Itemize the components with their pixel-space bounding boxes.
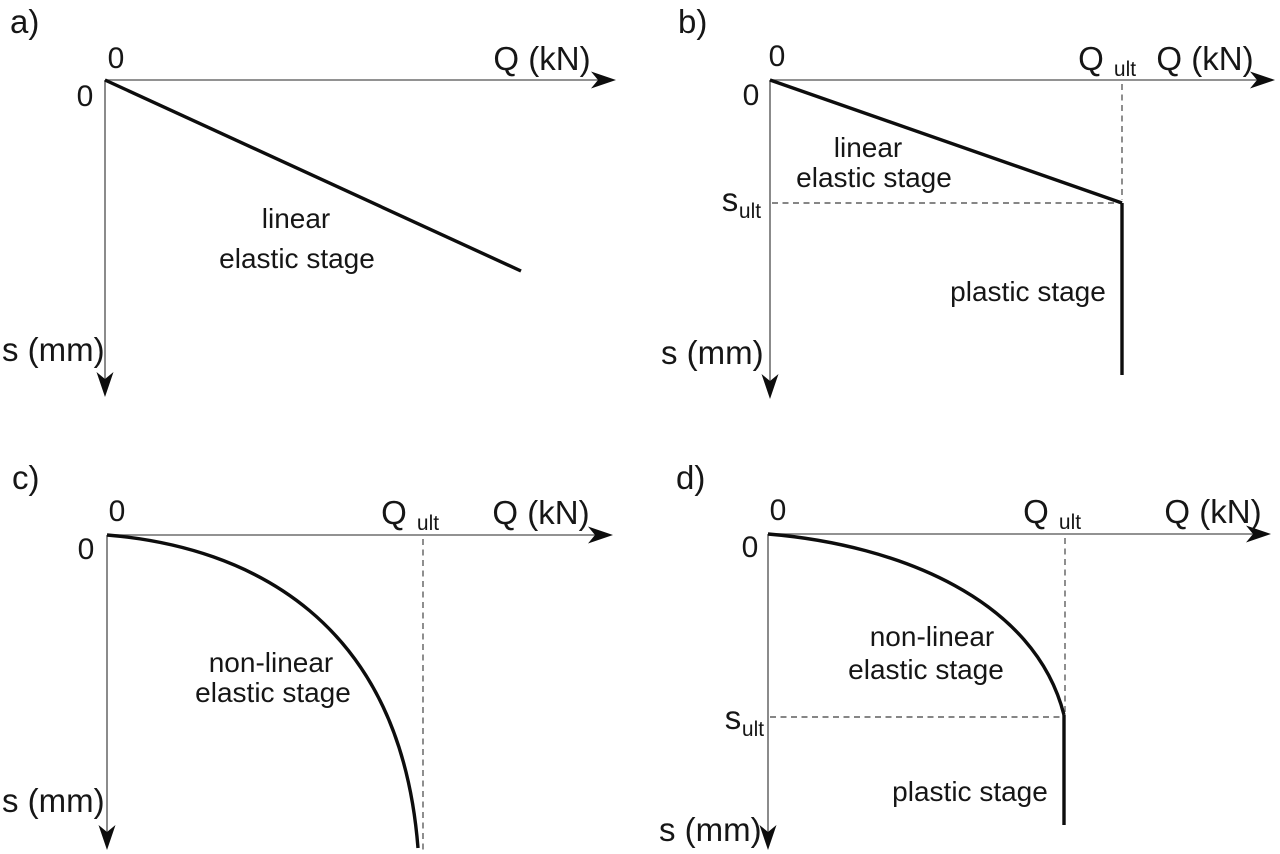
s-ult-subscript: ult xyxy=(742,718,764,741)
x-axis-label: Q (kN) xyxy=(492,494,589,531)
elastic-stage-label-line2: elastic stage xyxy=(195,677,351,708)
elastic-stage-label-line1: linear xyxy=(834,132,902,163)
zero-tick-left: 0 xyxy=(77,80,94,113)
panel-b: b) 0 0 Q ult Q (kN) s (mm) s ult linear … xyxy=(661,3,1275,399)
zero-tick-top: 0 xyxy=(770,494,787,527)
zero-tick-top: 0 xyxy=(769,40,786,73)
panel-label: b) xyxy=(678,3,707,40)
elastic-stage-label-line1: non-linear xyxy=(870,621,995,652)
s-ult-symbol: s xyxy=(725,699,742,736)
s-ult-subscript: ult xyxy=(739,200,761,223)
x-axis-arrowhead-icon xyxy=(591,71,616,89)
elastic-stage-label-line1: linear xyxy=(262,203,330,234)
q-ult-symbol: Q xyxy=(1078,40,1104,77)
nonlinear-elastic-curve xyxy=(106,533,420,849)
x-axis-label: Q (kN) xyxy=(1156,40,1253,77)
y-axis-label: s (mm) xyxy=(2,782,105,819)
y-axis-arrowhead-icon xyxy=(761,374,779,399)
panel-label: c) xyxy=(12,459,40,496)
zero-tick-left: 0 xyxy=(78,533,95,566)
x-axis-label: Q (kN) xyxy=(1164,493,1261,530)
zero-tick-left: 0 xyxy=(743,79,760,112)
elastic-stage-label-line1: non-linear xyxy=(209,647,334,678)
panel-d: d) 0 0 Q ult Q (kN) s (mm) s ult non-lin… xyxy=(659,459,1271,850)
panel-a: a) 0 0 Q (kN) s (mm) linear elastic stag… xyxy=(2,3,616,397)
panel-c: c) 0 0 Q ult Q (kN) s (mm) non-linear el… xyxy=(2,459,613,852)
plastic-stage-label: plastic stage xyxy=(892,776,1048,807)
y-axis-arrowhead-icon xyxy=(98,825,116,850)
s-ult-symbol: s xyxy=(722,181,739,218)
linear-elastic-curve xyxy=(104,78,522,273)
q-ult-subscript: ult xyxy=(417,512,439,535)
y-axis-arrowhead-icon xyxy=(759,825,777,850)
plastic-stage-label: plastic stage xyxy=(950,276,1106,307)
linear-elastic-curve xyxy=(769,78,1123,205)
y-axis-label: s (mm) xyxy=(659,811,762,848)
zero-tick-top: 0 xyxy=(109,495,126,528)
y-axis-label: s (mm) xyxy=(661,334,764,371)
q-ult-subscript: ult xyxy=(1114,58,1136,81)
x-axis-label: Q (kN) xyxy=(493,40,590,77)
zero-tick-top: 0 xyxy=(108,42,125,75)
elastic-stage-label-line2: elastic stage xyxy=(848,654,1004,685)
x-axis-arrowhead-icon xyxy=(1250,71,1275,89)
y-axis-label: s (mm) xyxy=(2,331,105,368)
q-ult-symbol: Q xyxy=(1023,493,1049,530)
q-ult-subscript: ult xyxy=(1059,511,1081,534)
x-axis-arrowhead-icon xyxy=(588,526,613,544)
panel-label: a) xyxy=(10,3,39,40)
y-axis-arrowhead-icon xyxy=(96,372,114,397)
nonlinear-elastic-curve xyxy=(767,532,1066,716)
zero-tick-left: 0 xyxy=(742,531,759,564)
panel-label: d) xyxy=(676,459,705,496)
elastic-stage-label-line2: elastic stage xyxy=(219,243,375,274)
q-ult-symbol: Q xyxy=(381,494,407,531)
elastic-stage-label-line2: elastic stage xyxy=(796,162,952,193)
x-axis-arrowhead-icon xyxy=(1246,525,1271,543)
